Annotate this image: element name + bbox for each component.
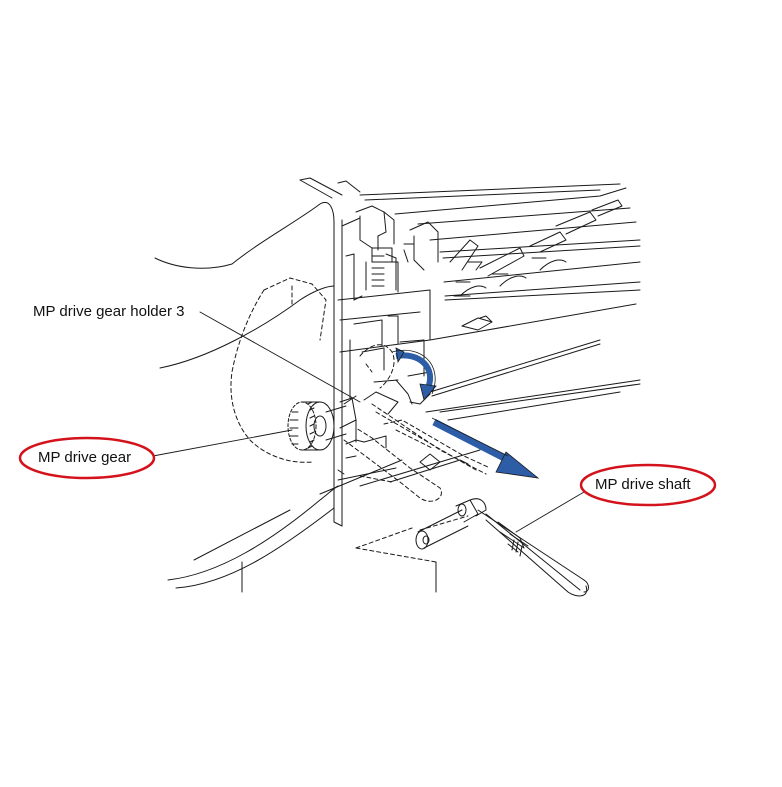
mp-drive-shaft-drawing (415, 498, 589, 597)
phantom-outlines (230, 277, 491, 563)
label-mp-drive-gear-holder: MP drive gear holder 3 (33, 303, 185, 320)
label-mp-drive-gear: MP drive gear (38, 449, 132, 466)
mp-drive-gear-drawing (287, 397, 357, 451)
label-mp-drive-shaft: MP drive shaft (595, 476, 691, 493)
gear-highlight-ellipse (18, 436, 156, 480)
rotation-arrow (391, 347, 437, 401)
shaft-highlight-ellipse (579, 463, 717, 507)
printer-frame (154, 177, 641, 593)
pull-out-arrow (431, 417, 540, 479)
leader-lines (152, 311, 585, 533)
